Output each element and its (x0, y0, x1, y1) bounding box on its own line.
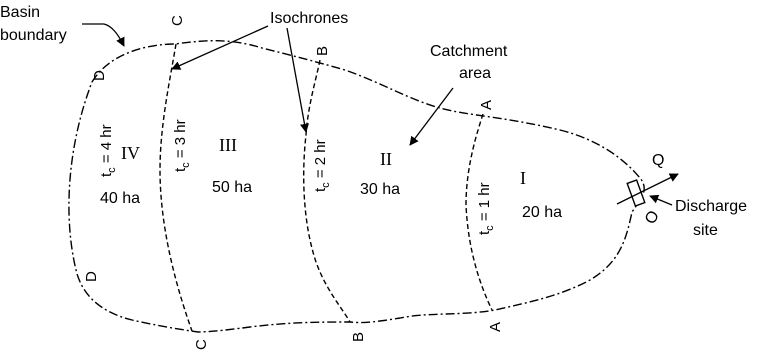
basin-boundary-label-line2: boundary (0, 27, 67, 44)
basin-boundary (68, 40, 645, 333)
zone-4-area: 40 ha (100, 190, 140, 207)
isochrone-c-bottom-label: C (193, 339, 210, 350)
discharge-site-label-line2: site (693, 222, 718, 239)
isochrone-b-bottom-label: B (350, 332, 367, 342)
isochrone-b (303, 59, 351, 323)
catchment-area-label-line1: Catchment (430, 43, 508, 60)
isochrone-d-bottom-label: D (83, 271, 100, 282)
discharge-site-label-line1: Discharge (675, 198, 747, 215)
catchment-area-pointer (409, 87, 454, 146)
isochrone-d-top-label: D (91, 70, 108, 81)
discharge-q-arrow (616, 173, 679, 205)
zone-4-numeral: IV (121, 143, 140, 163)
isochrones-pointer-c (171, 25, 269, 70)
catchment-area-label-line2: area (459, 65, 491, 82)
tc-3hr-label: tc = 3 hr (172, 119, 192, 172)
tc-1hr-label: tc = 1 hr (476, 182, 496, 235)
zone-3-numeral: III (219, 135, 237, 155)
discharge-site-pointer (649, 194, 673, 206)
zone-1-area: 20 ha (522, 204, 562, 221)
isochrone-b-top-label: B (314, 46, 331, 56)
zone-2-area: 30 ha (360, 181, 400, 198)
isochrone-a-top-label: A (478, 100, 495, 110)
isochrones-label: Isochrones (270, 10, 348, 27)
outlet-o-label: O (642, 208, 663, 227)
discharge-q-label: Q (652, 152, 664, 169)
tc-2hr-label: tc = 2 hr (312, 139, 332, 192)
zone-3-area: 50 ha (212, 179, 252, 196)
zone-2-numeral: II (380, 149, 392, 169)
isochrone-c-top-label: C (169, 15, 186, 26)
isochrone-c (159, 43, 193, 332)
zone-1-numeral: I (520, 168, 526, 188)
isochrones-pointer-b (286, 27, 310, 133)
basin-boundary-label-line1: Basin (0, 4, 40, 21)
isochrone-a-bottom-label: A (487, 322, 504, 332)
tc-4hr-label: tc = 4 hr (98, 124, 118, 177)
outlet-structure (626, 179, 646, 207)
basin-boundary-pointer (82, 23, 125, 47)
